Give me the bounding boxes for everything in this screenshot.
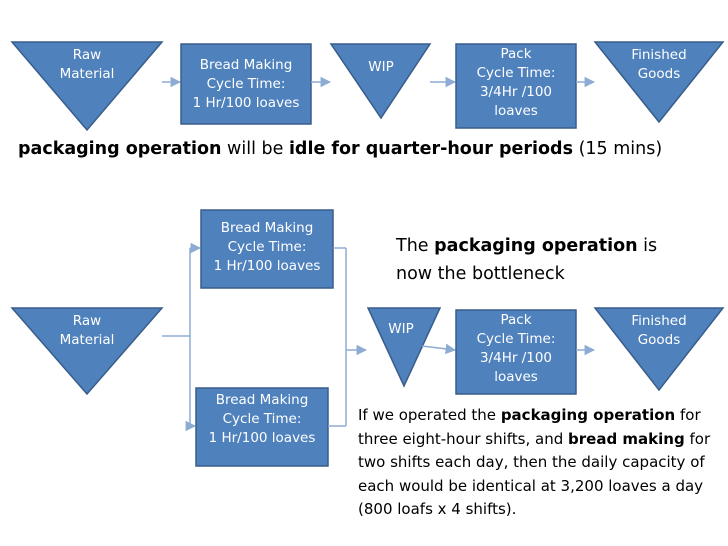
bread-making-label: Bread Making Cycle Time: 1 Hr/100 loaves <box>192 57 300 111</box>
raw-material-inventory-triangle <box>10 307 164 396</box>
bottleneck-note: The packaging operation is now the bottl… <box>396 236 658 284</box>
connector-arrow <box>421 343 457 355</box>
pack-process-box <box>455 43 577 129</box>
capacity-explanation: If we operated the packaging operation f… <box>358 406 711 518</box>
bread-making-process-box-1 <box>200 209 334 289</box>
wip-inventory-triangle <box>366 307 442 388</box>
idle-caption: packaging operation will be idle for qua… <box>18 139 663 159</box>
wip-label: WIP <box>388 321 414 337</box>
finished-goods-label: Finished Goods <box>631 313 687 348</box>
pack-process-box <box>455 309 577 395</box>
wip-inventory-triangle <box>329 43 432 120</box>
raw-material-label: Raw Material <box>59 47 115 82</box>
finished-goods-inventory-triangle <box>593 41 725 124</box>
finished-goods-label: Finished Goods <box>631 47 687 82</box>
bread-making-process-box-2 <box>195 387 329 467</box>
pack-label: Pack Cycle Time: 3/4Hr /100 loaves <box>476 46 556 119</box>
bread-making-label-2: Bread Making Cycle Time: 1 Hr/100 loaves <box>208 392 316 446</box>
raw-material-inventory-triangle <box>10 41 164 132</box>
finished-goods-inventory-triangle <box>593 307 725 392</box>
pack-label: Pack Cycle Time: 3/4Hr /100 loaves <box>476 312 556 385</box>
bread-making-process-box <box>180 43 312 125</box>
raw-material-label: Raw Material <box>59 313 115 348</box>
bread-making-label-1: Bread Making Cycle Time: 1 Hr/100 loaves <box>213 220 321 274</box>
wip-label: WIP <box>368 59 394 75</box>
